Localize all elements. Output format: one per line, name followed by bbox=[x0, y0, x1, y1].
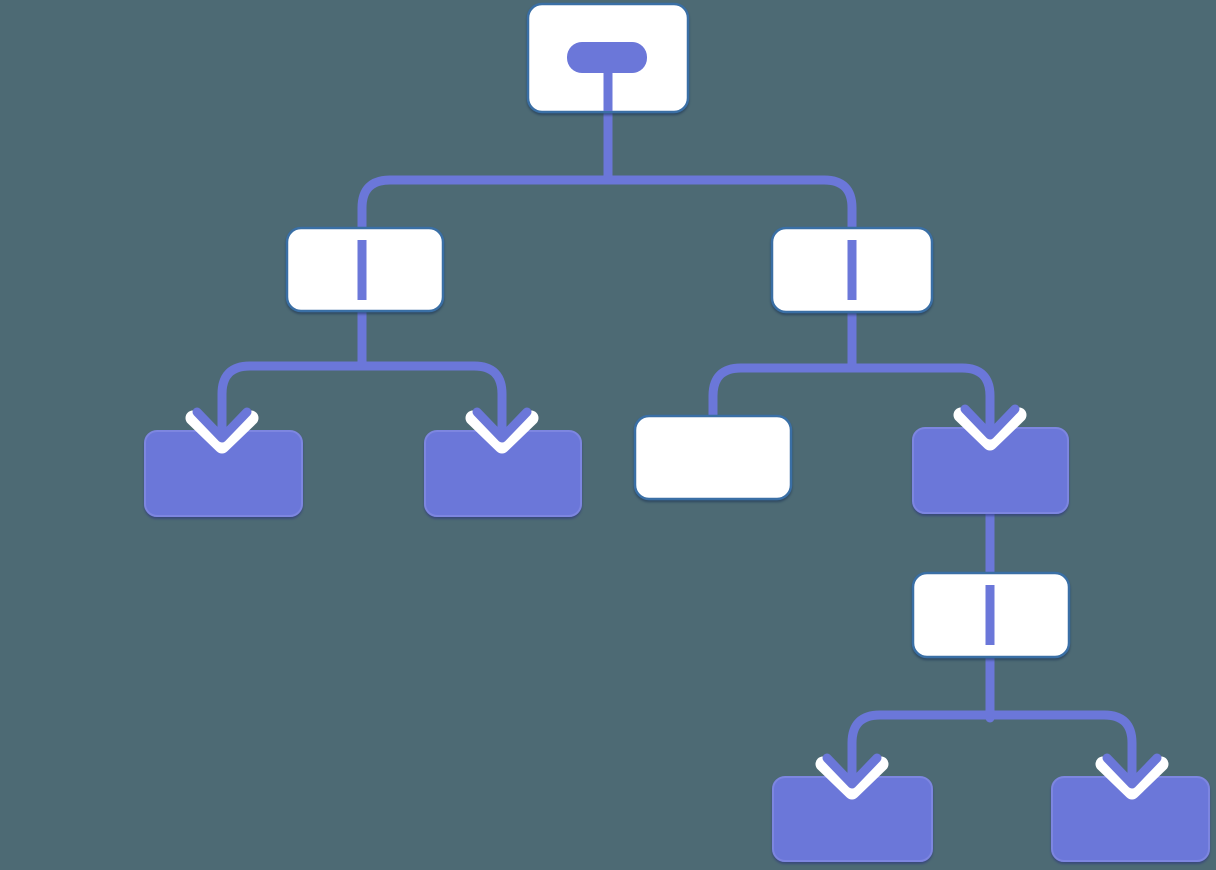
node-root[interactable] bbox=[526, 2, 690, 114]
chevron-down-icon bbox=[960, 404, 1020, 440]
arrowhead-leaf-right-1 bbox=[815, 747, 889, 800]
chevron-white-icon bbox=[953, 407, 1027, 451]
root-pill-icon bbox=[567, 42, 647, 73]
chevron-down-icon bbox=[822, 753, 882, 789]
node-child-right-plain-box[interactable] bbox=[633, 414, 793, 501]
arrowhead-layer bbox=[185, 397, 1169, 800]
chevron-down-icon bbox=[192, 407, 252, 443]
connector-left-rail bbox=[217, 361, 507, 417]
chevron-white-icon bbox=[465, 410, 539, 454]
connector-bottom-rail bbox=[847, 710, 1137, 763]
node-branch-left[interactable] bbox=[285, 226, 445, 313]
connector-root-rail bbox=[357, 175, 857, 239]
node-child-right-plain[interactable] bbox=[633, 414, 793, 501]
arrowhead-child-right-arrow bbox=[953, 404, 1027, 451]
chevron-white-icon bbox=[815, 756, 889, 800]
arrowhead-leaf-left-2 bbox=[465, 397, 539, 454]
chevron-down-icon bbox=[1102, 753, 1162, 789]
arrowhead-leaf-right-2 bbox=[1095, 747, 1169, 800]
chevron-white-icon bbox=[185, 410, 259, 454]
chevron-down-icon bbox=[472, 407, 532, 443]
arrowhead-leaf-left-1 bbox=[185, 397, 259, 454]
node-layer bbox=[144, 2, 1210, 862]
node-passthrough-right[interactable] bbox=[911, 571, 1071, 659]
connector-layer bbox=[217, 101, 1137, 763]
connector-right-rail bbox=[708, 363, 995, 427]
chevron-white-icon bbox=[1095, 756, 1169, 800]
node-branch-right[interactable] bbox=[770, 226, 934, 314]
